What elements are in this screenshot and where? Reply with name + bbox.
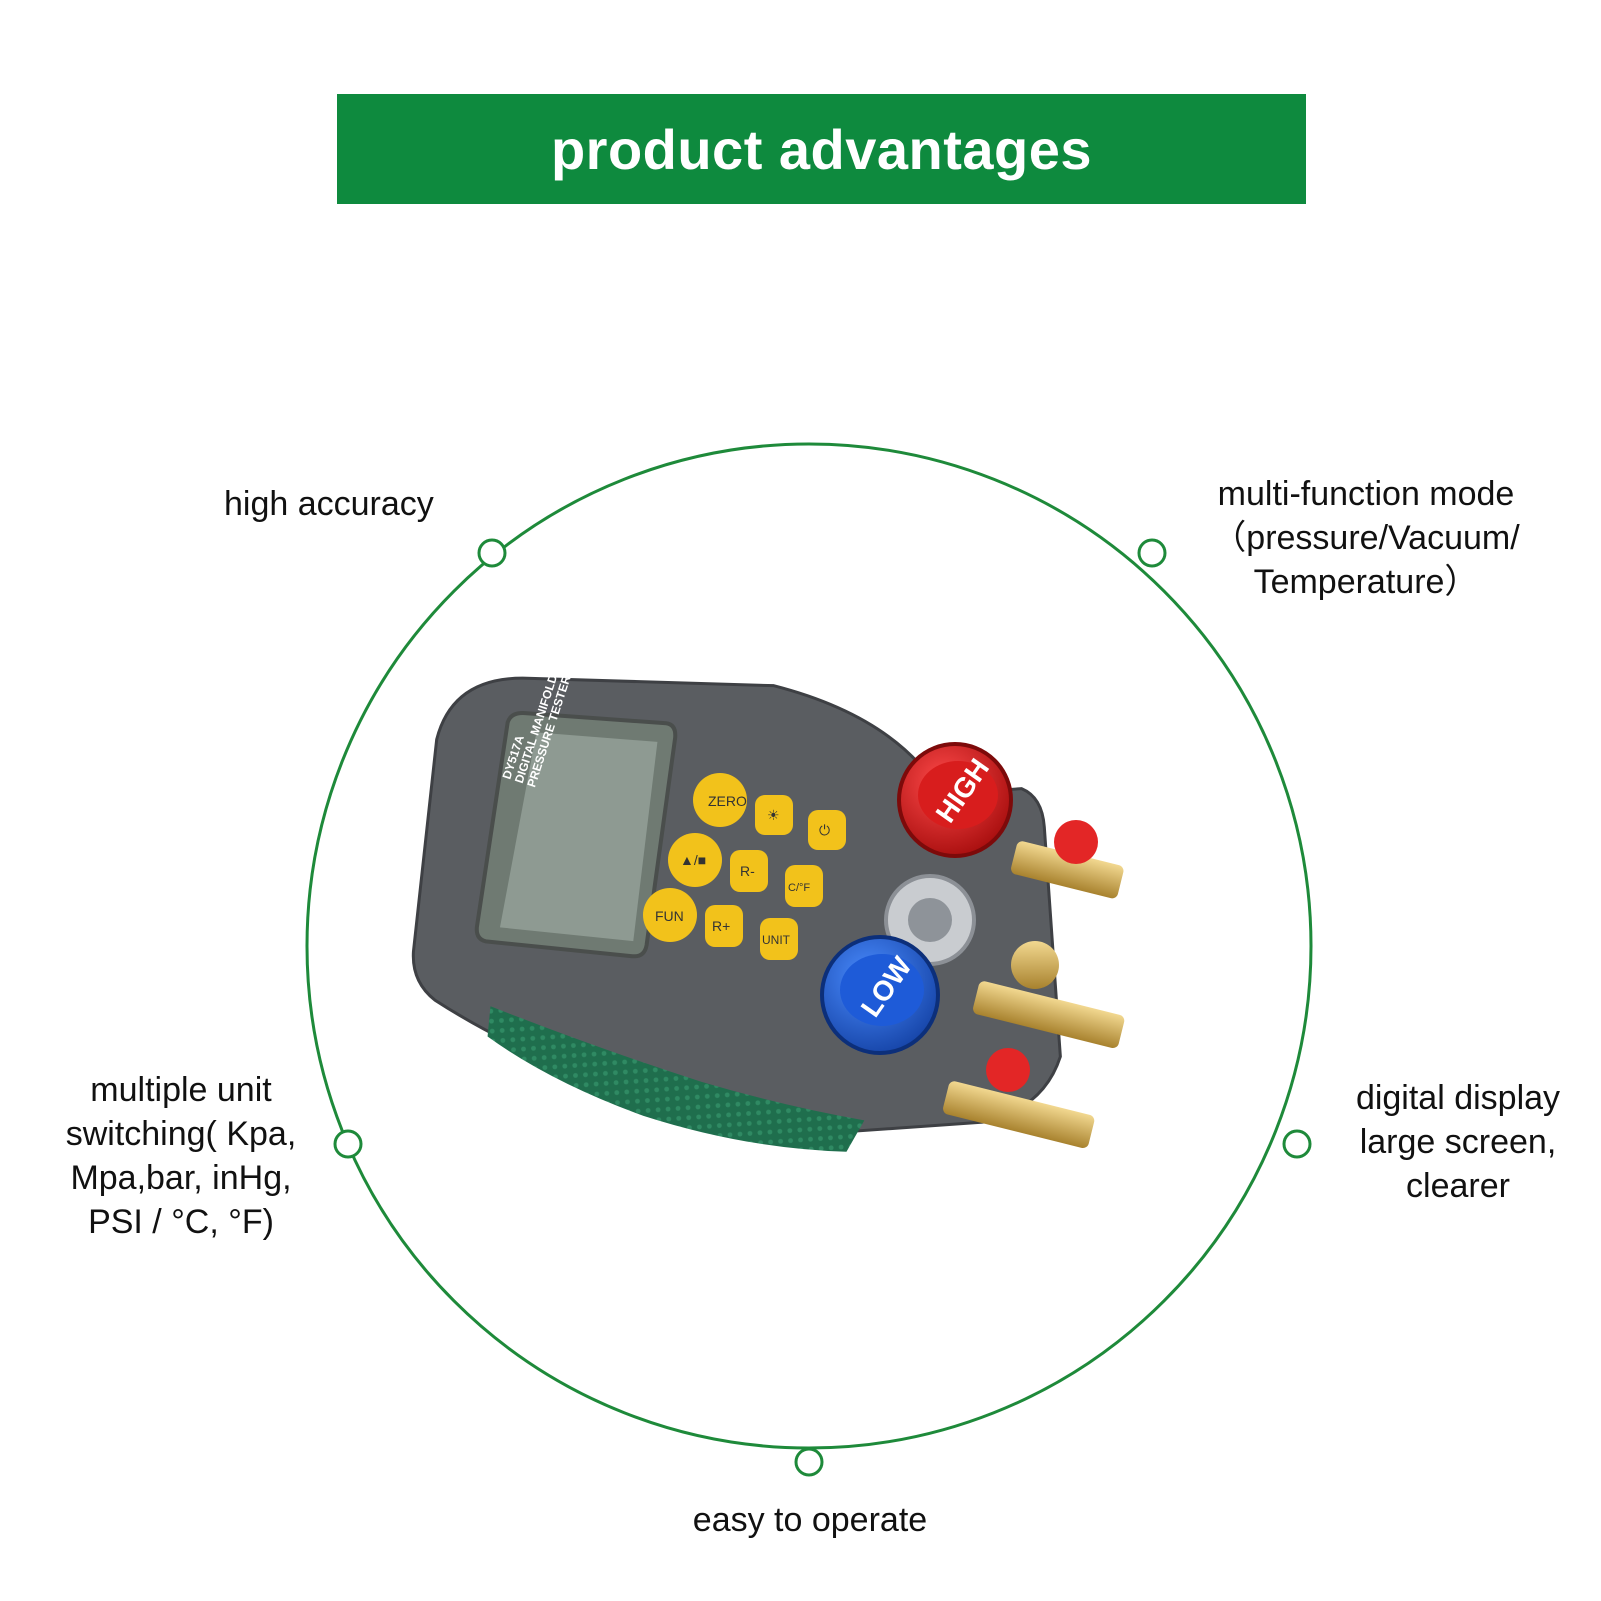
svg-text:UNIT: UNIT	[762, 933, 791, 947]
page-title: product advantages	[550, 117, 1093, 181]
temp-unit-button[interactable]: C/°F	[785, 865, 823, 907]
svg-text:☀: ☀	[767, 807, 780, 823]
zero-button[interactable]: ZERO	[693, 773, 747, 827]
svg-text:R+: R+	[712, 918, 730, 934]
page-title-banner: product advantages	[337, 94, 1306, 204]
backlight-button[interactable]: ☀	[755, 795, 793, 835]
node-unit-switching	[333, 1129, 363, 1159]
node-multi-function	[1137, 538, 1167, 568]
feature-high-accuracy: high accuracy	[224, 485, 434, 523]
svg-text:⏻: ⏻	[819, 822, 830, 838]
node-digital-display	[1282, 1129, 1312, 1159]
range-minus-button[interactable]: R-	[730, 850, 768, 892]
range-plus-button[interactable]: R+	[705, 905, 743, 947]
feature-multi-function: multi-function mode （pressure/Vacuum/ Te…	[1212, 475, 1520, 601]
unit-button[interactable]: UNIT	[760, 918, 798, 960]
feature-unit-switching: multiple unit switching( Kpa, Mpa,bar, i…	[65, 1071, 297, 1241]
high-knob[interactable]: HIGH	[897, 742, 1013, 858]
svg-text:C/°F: C/°F	[788, 882, 810, 894]
feature-digital-display: digital display large screen, clearer	[1355, 1079, 1561, 1205]
center-port-inner	[908, 898, 952, 942]
manifold-gauge-device: DY517A DIGITAL MANIFOLD PRESSURE TESTER …	[411, 672, 1125, 1152]
low-knob[interactable]: LOW	[820, 935, 940, 1055]
svg-text:▲/■: ▲/■	[680, 852, 706, 868]
record-button[interactable]: ▲/■	[668, 833, 722, 887]
fun-button[interactable]: FUN	[643, 888, 697, 942]
keypad: ZERO ☀ ⏻ ▲/■ R- C/°F FUN R+ UNIT	[643, 773, 846, 960]
node-high-accuracy	[477, 538, 507, 568]
svg-text:ZERO: ZERO	[708, 793, 747, 809]
fittings	[943, 820, 1125, 1149]
node-easy-operate	[794, 1447, 824, 1477]
feature-easy-operate: easy to operate	[692, 1501, 928, 1539]
svg-text:R-: R-	[740, 863, 755, 879]
svg-text:FUN: FUN	[655, 908, 684, 924]
power-button[interactable]: ⏻	[808, 810, 846, 850]
